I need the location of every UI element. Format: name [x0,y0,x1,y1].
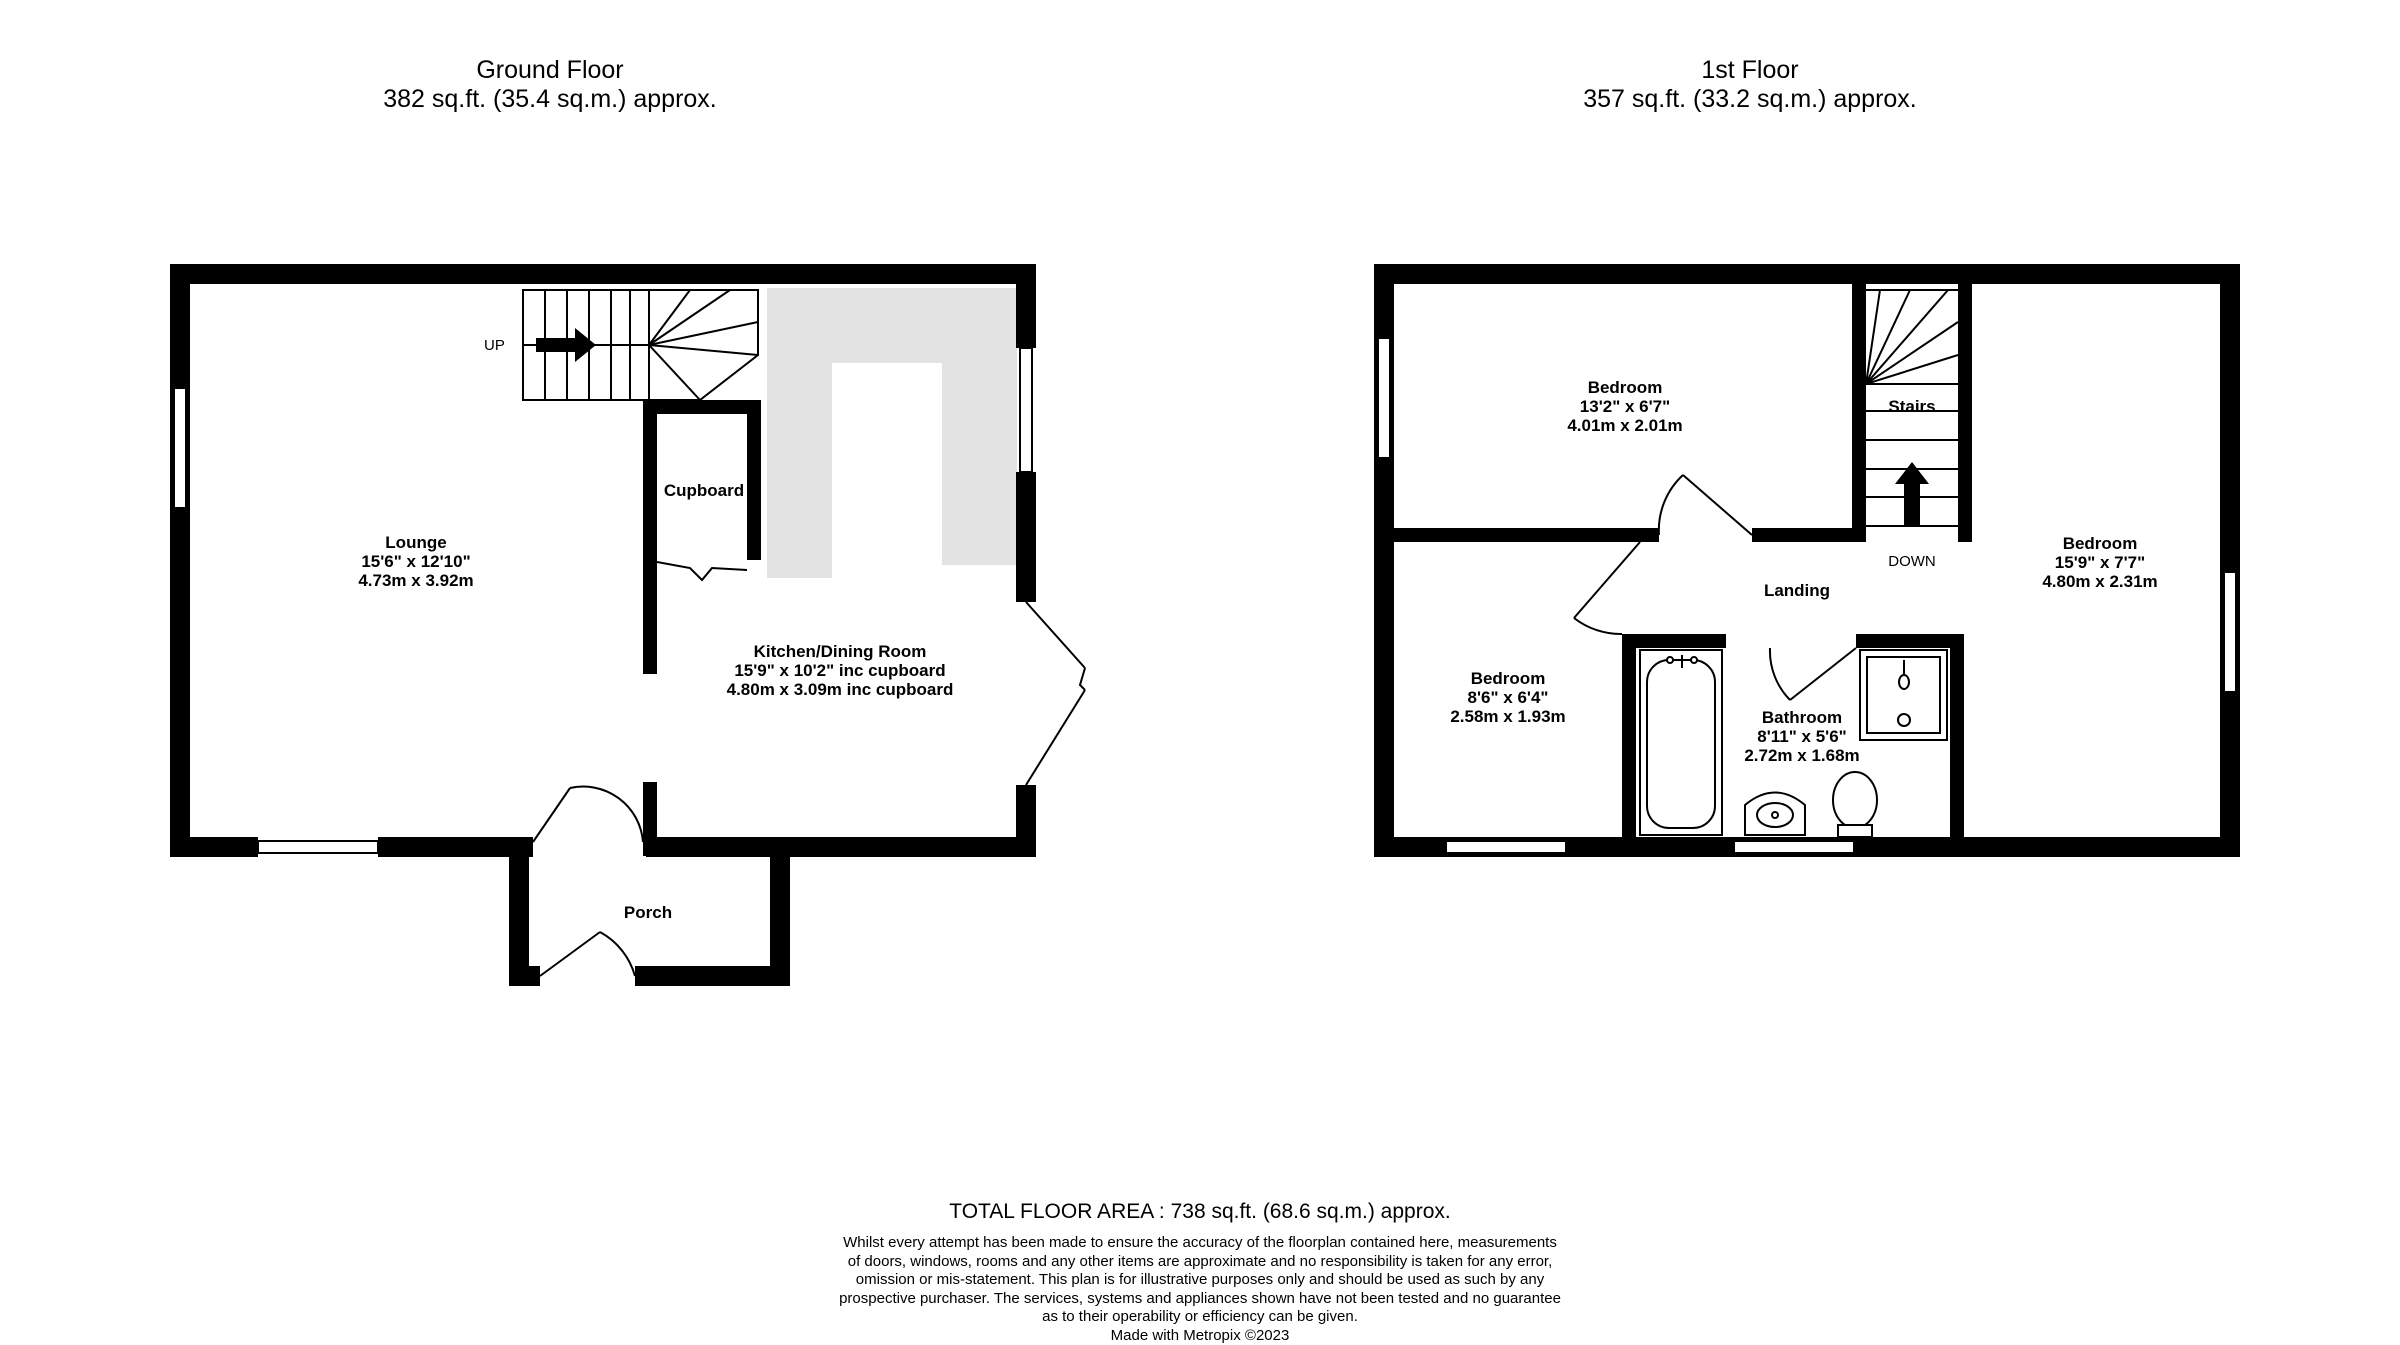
bedroom1-imperial: 13'2" x 6'7" [1580,397,1670,416]
bedroom3-name: Bedroom [1471,669,1546,688]
cupboard-door[interactable] [657,562,747,580]
kitchen-metric: 4.80m x 3.09m inc cupboard [727,680,954,699]
lounge-name: Lounge [385,533,446,552]
lounge-label: Lounge 15'6" x 12'10" 4.73m x 3.92m [358,533,473,590]
disclaimer: Whilst every attempt has been made to en… [0,1234,2400,1345]
bedroom2-imperial: 15'9" x 7'7" [2055,553,2145,572]
lounge-door[interactable] [533,788,570,842]
bathroom-imperial: 8'11" x 5'6" [1757,727,1846,746]
kitchen-name: Kitchen/Dining Room [754,642,927,661]
bedroom1-name: Bedroom [1588,378,1663,397]
kitchen-label: Kitchen/Dining Room 15'9" x 10'2" inc cu… [727,642,954,699]
bathroom-name: Bathroom [1762,708,1842,727]
bedroom1-metric: 4.01m x 2.01m [1567,416,1682,435]
porch-label: Porch [624,903,672,922]
kitchen-units [767,288,1017,578]
cupboard-label: Cupboard [664,481,744,500]
bedroom3-metric: 2.58m x 1.93m [1450,707,1565,726]
stair-up-label: UP [484,337,505,354]
bedroom2-label: Bedroom 15'9" x 7'7" 4.80m x 2.31m [2042,534,2157,591]
bedroom2-metric: 4.80m x 2.31m [2042,572,2157,591]
landing-label: Landing [1764,581,1830,600]
french-doors[interactable] [1026,602,1085,668]
first-floor-plan: DOWN [1374,264,2240,857]
ground-floor-stairs [523,290,758,400]
ground-floor-doors [533,562,1085,976]
bedroom2-name: Bedroom [2063,534,2138,553]
front-door[interactable] [540,932,600,976]
bathroom-label: Bathroom 8'11" x 5'6" 2.72m x 1.68m [1744,708,1859,765]
disclaimer-line: prospective purchaser. The services, sys… [0,1290,2400,1309]
stairs-label: Stairs [1888,397,1935,416]
lounge-imperial: 15'6" x 12'10" [361,552,470,571]
bedroom3-label: Bedroom 8'6" x 6'4" 2.58m x 1.93m [1450,669,1565,726]
kitchen-imperial: 15'9" x 10'2" inc cupboard [734,661,945,680]
credit-line: Made with Metropix ©2023 [0,1327,2400,1345]
disclaimer-line: omission or mis-statement. This plan is … [0,1271,2400,1290]
lounge-metric: 4.73m x 3.92m [358,571,473,590]
ground-floor-windows [174,348,1032,853]
total-floor-area: TOTAL FLOOR AREA : 738 sq.ft. (68.6 sq.m… [0,1200,2400,1224]
disclaimer-line: as to their operability or efficiency ca… [0,1308,2400,1327]
toilet-icon [1833,772,1877,828]
stair-down-label: DOWN [1888,553,1936,570]
ground-floor-walls [170,264,1036,986]
bedroom3-door[interactable] [1574,542,1640,618]
bedroom1-label: Bedroom 13'2" x 6'7" 4.01m x 2.01m [1567,378,1682,435]
disclaimer-line: Whilst every attempt has been made to en… [0,1234,2400,1253]
bedroom3-imperial: 8'6" x 6'4" [1468,688,1549,707]
bath-icon [1640,650,1722,835]
ground-floor-plan: UP Lounge 15'6" x 12'10" 4.73m x 3.92m C… [170,264,1085,986]
bedroom1-door[interactable] [1683,475,1752,535]
disclaimer-line: of doors, windows, rooms and any other i… [0,1253,2400,1272]
bathroom-door[interactable] [1790,648,1856,700]
bathroom-metric: 2.72m x 1.68m [1744,746,1859,765]
